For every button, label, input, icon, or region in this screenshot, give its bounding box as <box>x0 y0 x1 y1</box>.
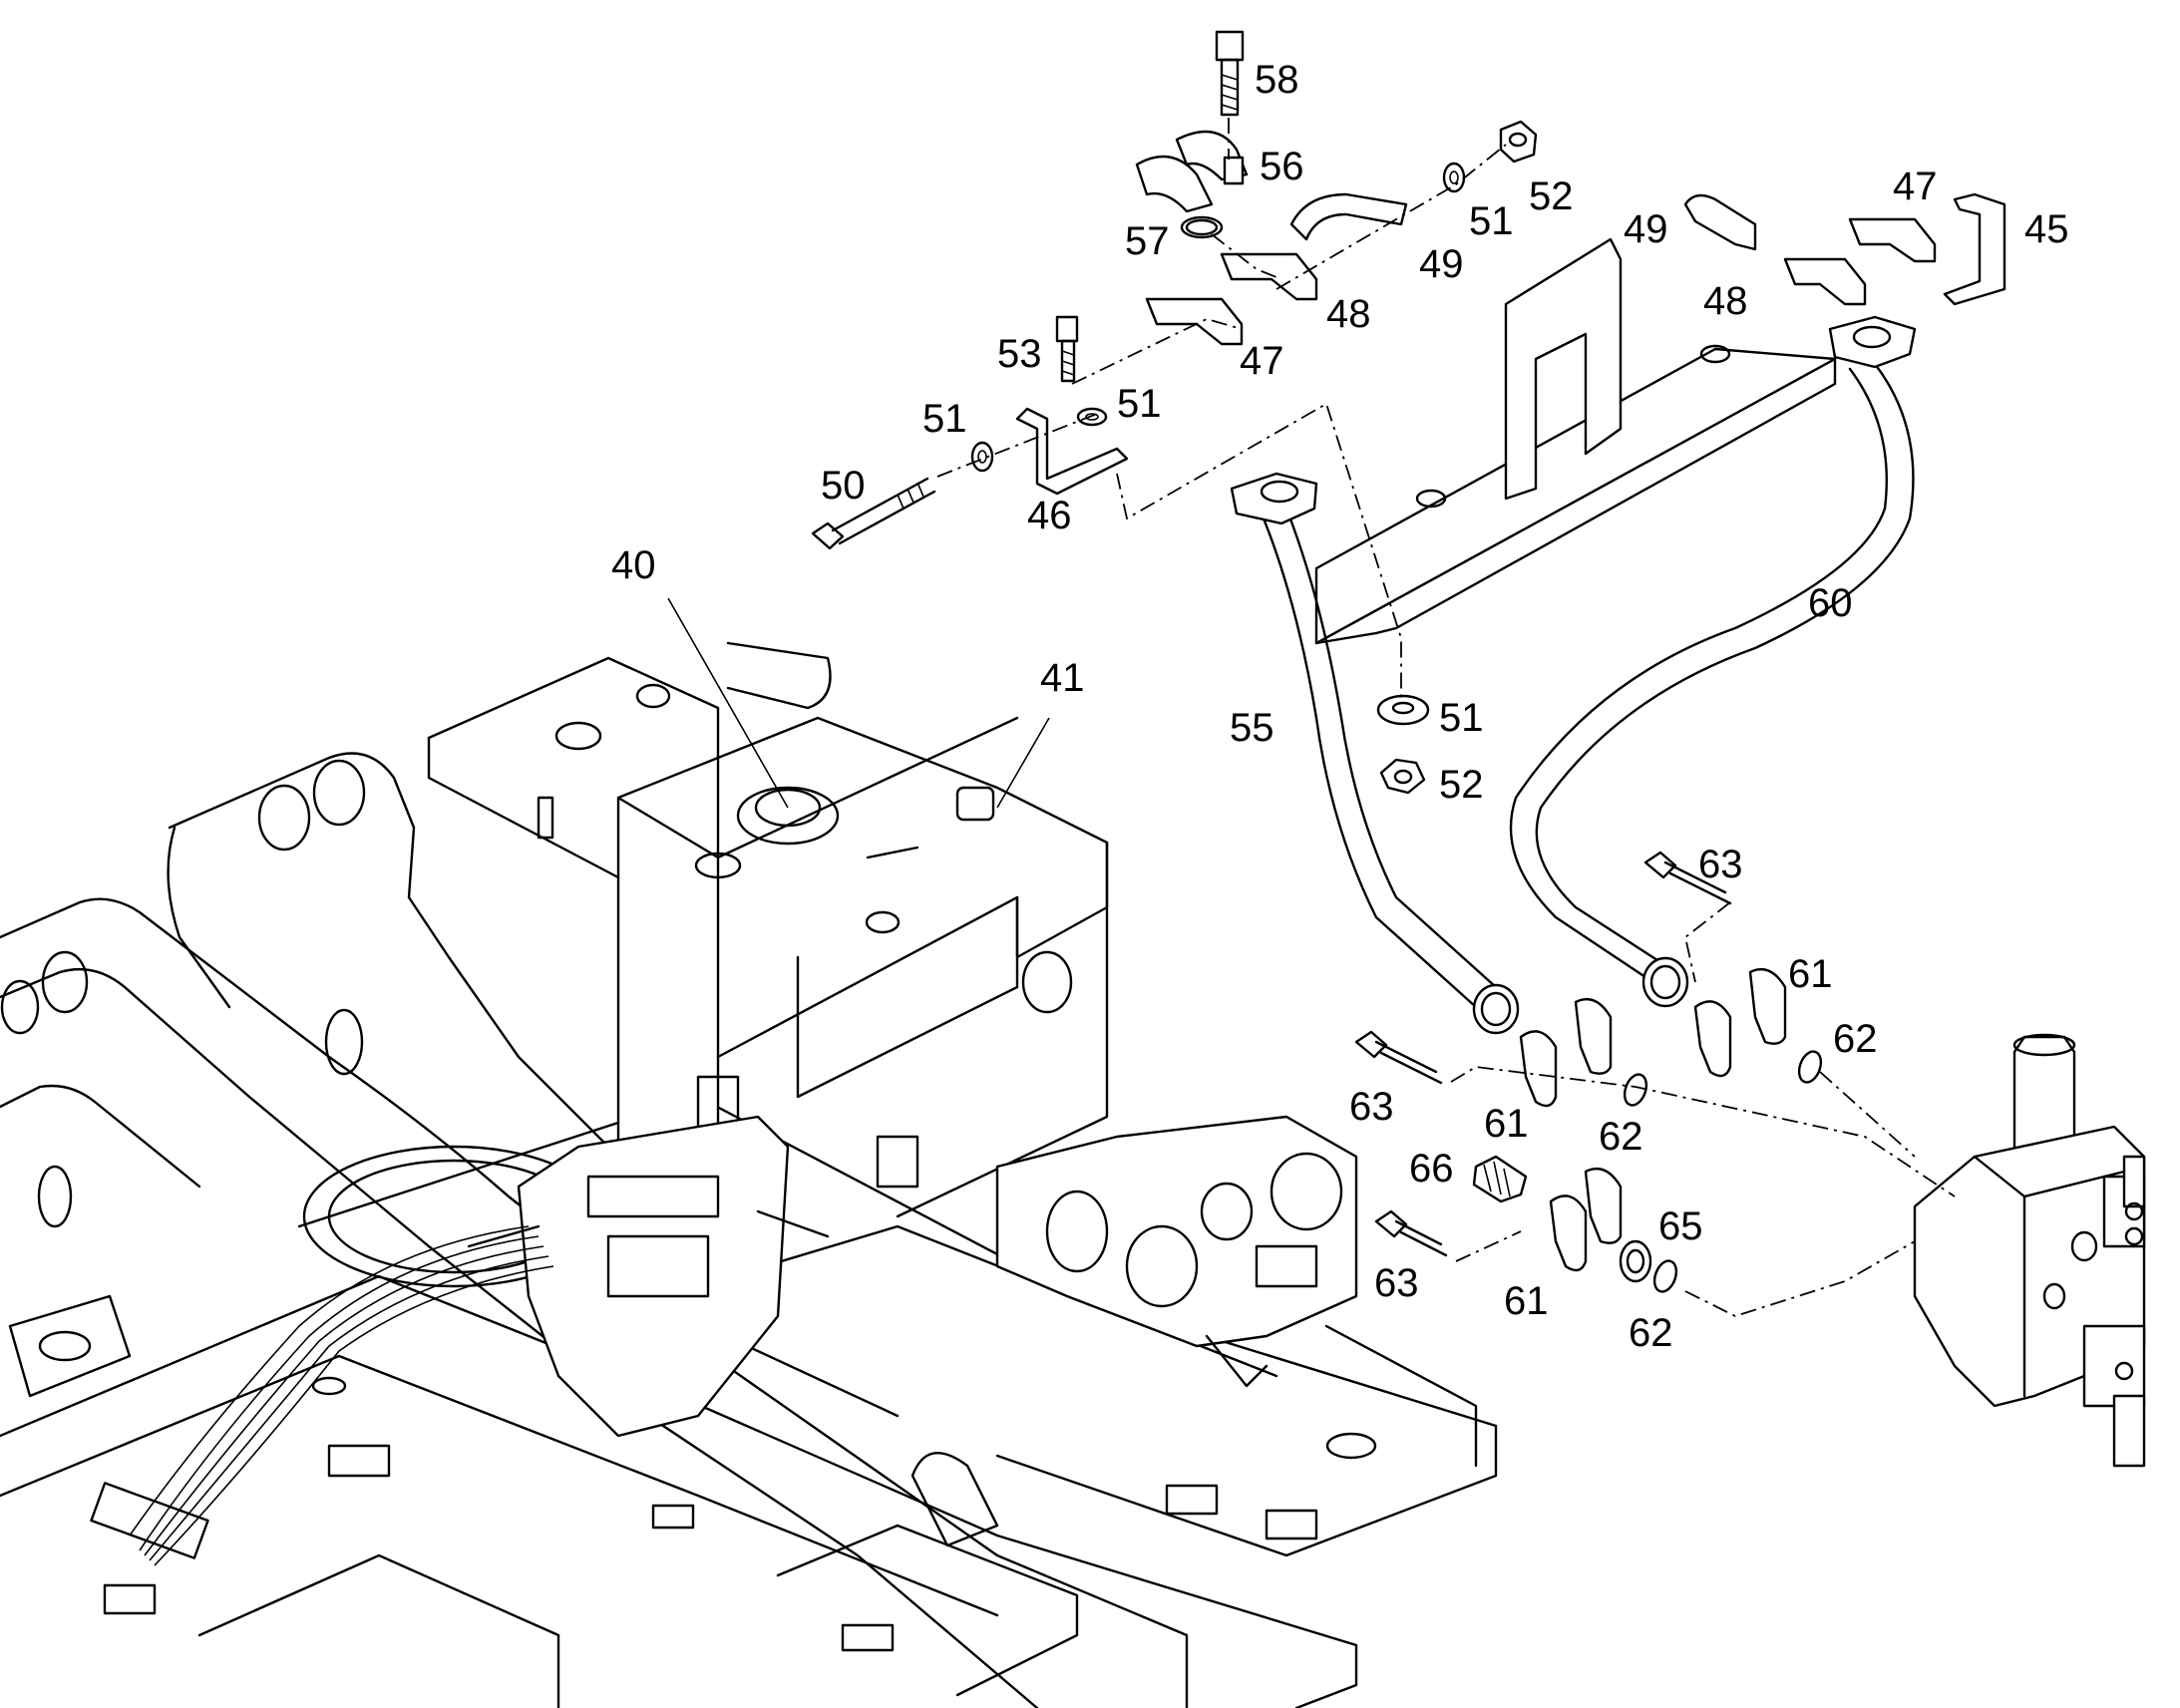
part-label-45: 45 <box>2024 207 2069 251</box>
hardware-washer-51-lower <box>1376 694 1430 726</box>
hardware-bracket-49-left <box>1289 192 1408 241</box>
part-label-61: 61 <box>1504 1279 1549 1323</box>
part-label-51: 51 <box>1469 199 1514 243</box>
part-label-40: 40 <box>611 543 656 587</box>
part-label-46: 46 <box>1027 494 1072 537</box>
o-rings-62 <box>1623 1050 1823 1293</box>
hardware-bracket-45 <box>1943 192 2006 306</box>
part-label-51: 51 <box>922 397 967 441</box>
part-label-60: 60 <box>1808 581 1853 625</box>
hardware-block-47-right <box>1848 217 1937 263</box>
hardware-o-ring-57 <box>1180 215 1224 239</box>
part-label-65: 65 <box>1658 1204 1703 1248</box>
part-label-51: 51 <box>1117 382 1162 426</box>
part-label-63: 63 <box>1349 1085 1394 1129</box>
part-label-53: 53 <box>997 332 1042 376</box>
part-label-52: 52 <box>1529 174 1574 218</box>
part-label-63: 63 <box>1374 1261 1419 1305</box>
flange-clamps-61 <box>1519 967 1787 1272</box>
hardware-bolt-50 <box>811 477 936 550</box>
part-label-55: 55 <box>1230 706 1274 750</box>
part-label-56: 56 <box>1260 145 1304 188</box>
part-label-49: 49 <box>1419 242 1464 286</box>
part-label-52: 52 <box>1439 763 1484 807</box>
hardware-washer-51-left <box>970 441 994 473</box>
hose-bundle <box>90 1225 554 1566</box>
part-label-48: 48 <box>1326 292 1371 336</box>
valve-block-right <box>1913 1033 2146 1468</box>
part-label-66: 66 <box>1409 1147 1454 1191</box>
hardware-clamp-56 <box>1135 130 1249 213</box>
hydraulic-tank <box>427 641 1109 1418</box>
hardware-bracket-46 <box>1015 407 1129 496</box>
part-label-61: 61 <box>1484 1102 1529 1146</box>
hardware-cap-screw-58 <box>1215 30 1245 117</box>
part-label-41: 41 <box>1040 656 1085 700</box>
part-labels: 58 56 52 51 57 49 49 47 45 48 48 53 47 5… <box>611 58 2069 1355</box>
part-label-62: 62 <box>1599 1115 1643 1159</box>
part-label-62: 62 <box>1833 1017 1878 1061</box>
mounting-plate <box>1314 237 1837 645</box>
label-leaders <box>667 597 1050 809</box>
part-label-50: 50 <box>821 464 866 508</box>
machine-frame <box>0 752 1498 1708</box>
hardware-washer-51-mid <box>1076 407 1108 427</box>
pipe-60 <box>1509 315 1917 1008</box>
pump-assembly <box>995 1115 1358 1388</box>
hardware-bracket-49-right <box>1683 193 1757 251</box>
fitting-66 <box>1472 1155 1528 1203</box>
hex-bolts-63 <box>1354 851 1732 1257</box>
hardware-block-47-left <box>1145 297 1244 346</box>
pipe-55 <box>1230 472 1520 1035</box>
hardware-block-48-right <box>1783 257 1867 306</box>
hardware-block-48-left <box>1220 252 1318 301</box>
part-label-48: 48 <box>1703 279 1748 323</box>
part-label-51: 51 <box>1439 696 1484 740</box>
hardware-washer-51-top <box>1442 162 1466 193</box>
assembly-leader-lines <box>936 118 1956 1317</box>
part-label-61: 61 <box>1788 952 1833 996</box>
hardware-nut-52-top <box>1499 120 1538 164</box>
hardware-screw-53 <box>1055 315 1079 383</box>
control-valve-block <box>467 1115 830 1438</box>
part-label-57: 57 <box>1125 219 1170 263</box>
hardware-nut-52-lower <box>1379 758 1426 795</box>
part-label-62: 62 <box>1629 1311 1673 1355</box>
part-label-63: 63 <box>1698 843 1743 886</box>
part-label-49: 49 <box>1624 207 1668 251</box>
part-label-58: 58 <box>1255 58 1299 102</box>
part-label-47: 47 <box>1893 165 1938 208</box>
part-label-47: 47 <box>1240 339 1284 383</box>
plug-65 <box>1619 1239 1652 1283</box>
